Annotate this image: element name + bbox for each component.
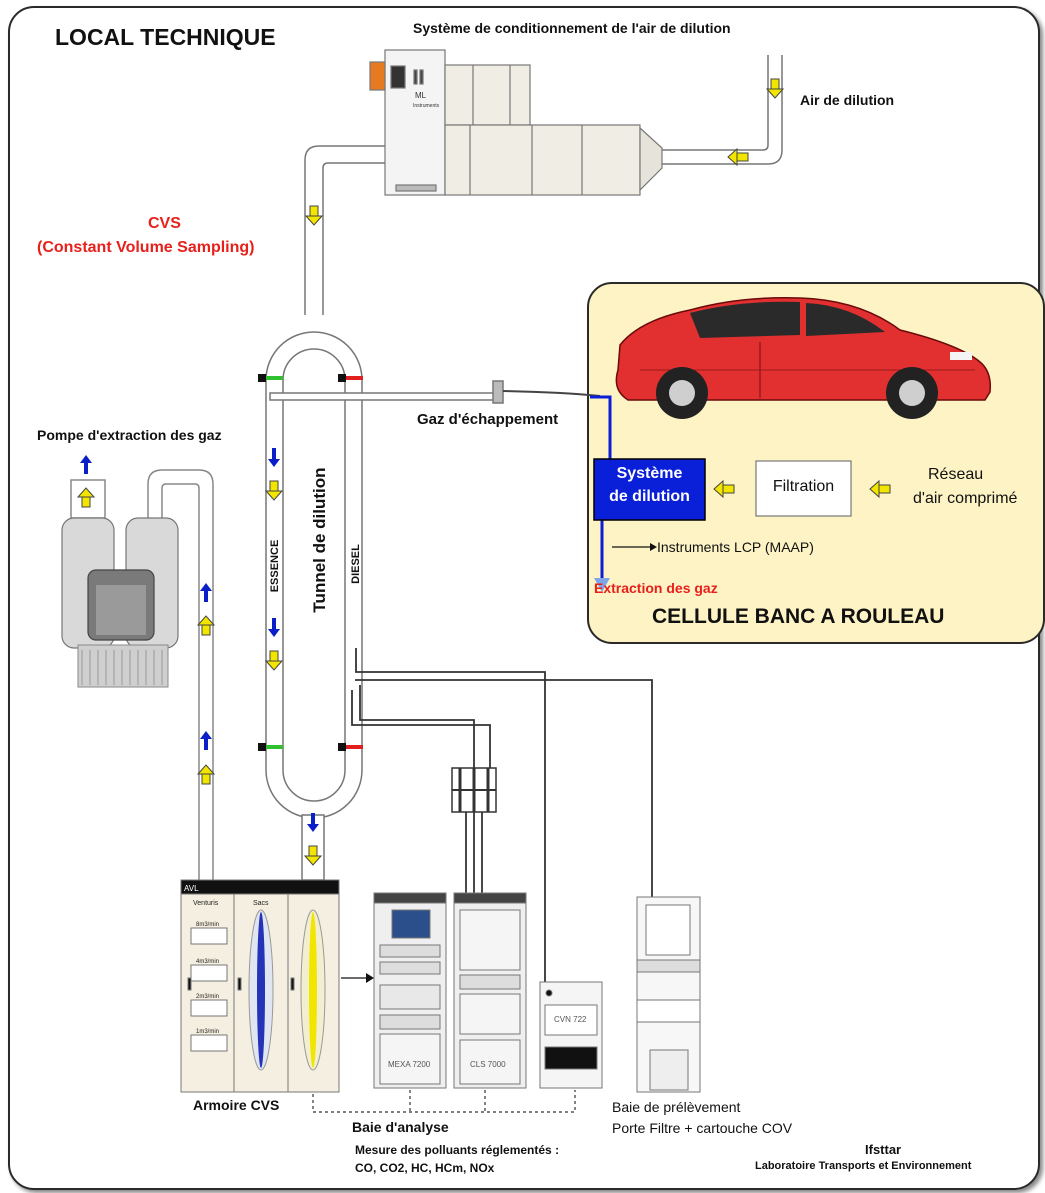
filter-holder-label: Porte Filtre + cartouche COV [612, 1120, 793, 1136]
dilution-air-label: Air de dilution [800, 92, 895, 108]
regulated-pollutants-label: Mesure des polluants réglementés : [355, 1143, 560, 1157]
ml-sub: Instruments [413, 103, 440, 109]
dilution-tunnel [265, 331, 363, 819]
diesel-label: DIESEL [350, 544, 362, 584]
dashed-link [312, 1090, 576, 1113]
dilution-system-label-2: de dilution [609, 488, 690, 505]
compressed-air-label-1: Réseau [928, 466, 984, 483]
flow-rate-4: 1m3/min [196, 1029, 219, 1035]
gas-extraction-label: Extraction des gaz [594, 580, 718, 596]
flow-rate-2: 4m3/min [196, 959, 219, 965]
ml-brand: ML [415, 91, 427, 100]
cvs-cabinet-label: Armoire CVS [193, 1097, 280, 1113]
cls-rack [453, 892, 527, 1089]
flow-rate-1: 8m3/min [196, 922, 219, 928]
dilution-system-label-1: Système [616, 465, 683, 482]
analysis-rack-label: Baie d'analyse [352, 1119, 449, 1135]
venturis-label: Venturis [193, 900, 219, 907]
conditioning-unit [369, 49, 663, 196]
cvn-rack [539, 981, 603, 1089]
car-illustration [615, 297, 992, 419]
filtration-label: Filtration [772, 478, 835, 495]
extraction-pump [61, 469, 214, 880]
ifsttar-label: Ifsttar [865, 1142, 902, 1157]
sampling-rack [636, 896, 701, 1093]
extraction-pump-label: Pompe d'extraction des gaz [37, 427, 222, 443]
exhaust-hose [502, 390, 601, 397]
dilution-system-box [593, 458, 706, 521]
cvs-cabinet [180, 879, 340, 1093]
cvs-label: CVS [148, 215, 181, 232]
mexa-rack [373, 892, 447, 1089]
extraction-arrow [594, 578, 610, 592]
tunnel-valves [258, 374, 363, 751]
local-technique-title: LOCAL TECHNIQUE [55, 24, 276, 50]
cvn-label: CVN 722 [554, 1015, 587, 1024]
dilution-line [590, 395, 612, 580]
conditioning-system-label: Système de conditionnement de l'air de d… [413, 20, 731, 36]
sacs-label: Sacs [253, 900, 269, 907]
filtration-box [755, 460, 852, 517]
roller-bench-cell-label: CELLULE BANC A ROULEAU [652, 605, 945, 628]
filter-block [451, 767, 497, 813]
sampling-lines [351, 648, 653, 982]
cvs-full-label: (Constant Volume Sampling) [37, 239, 255, 256]
exhaust-gas-label: Gaz d'échappement [417, 411, 559, 428]
cls-label: CLS 7000 [470, 1060, 506, 1069]
flow-rate-3: 2m3/min [196, 994, 219, 1000]
essence-label: ESSENCE [269, 539, 281, 593]
dilution-tunnel-label: Tunnel de dilution [310, 467, 329, 613]
pollutant-list-label: CO, CO2, HC, HCm, NOx [355, 1161, 495, 1175]
exhaust-pipe [269, 380, 504, 404]
lcp-instruments-label: Instruments LCP (MAAP) [657, 539, 814, 555]
compressed-air-label-2: d'air comprimé [913, 490, 1018, 507]
mexa-label: MEXA 7200 [388, 1060, 431, 1069]
dilution-air-pipe [659, 55, 783, 165]
lab-name-label: Laboratoire Transports et Environnement [755, 1160, 972, 1172]
sampling-rack-label: Baie de prélèvement [612, 1099, 741, 1115]
air-supply-pipe [304, 145, 385, 315]
avl-label: AVL [184, 884, 199, 893]
